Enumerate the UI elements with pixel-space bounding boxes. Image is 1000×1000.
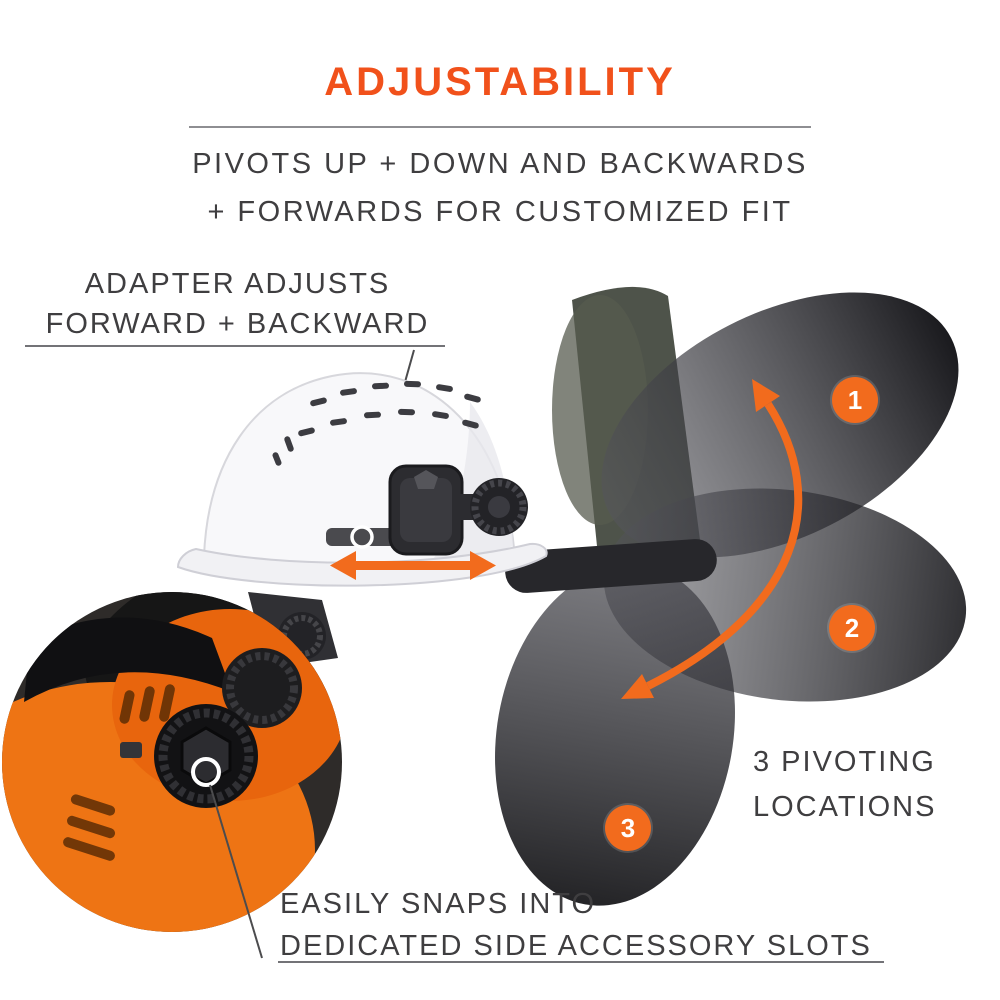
- callout-snap-line-1: EASILY SNAPS INTO: [280, 888, 597, 920]
- slide-arrow-icon: [330, 551, 496, 580]
- inset-highlight-circle: [191, 757, 221, 787]
- subtitle: PIVOTS UP + DOWN AND BACKWARDS + FORWARD…: [0, 140, 1000, 236]
- callout-snap-line-2: DEDICATED SIDE ACCESSORY SLOTS: [280, 930, 872, 962]
- callout-adapter-line-1: ADAPTER ADJUSTS: [84, 268, 391, 300]
- inset-photo: [2, 592, 342, 932]
- pivot-badge-3: 3: [605, 805, 651, 851]
- callout-snap-underline: [278, 961, 884, 963]
- callout-adapter-adjusts: ADAPTER ADJUSTS FORWARD + BACKWARD: [20, 264, 455, 344]
- hard-hat: [176, 372, 548, 587]
- shield-adapter: [388, 464, 528, 556]
- callout-adapter-line-2: FORWARD + BACKWARD: [45, 308, 430, 340]
- side-slot: [326, 528, 400, 546]
- callout-pivoting-locations: 3 PIVOTING LOCATIONS: [753, 740, 936, 830]
- callout-snaps-into-slots: EASILY SNAPS INTO DEDICATED SIDE ACCESSO…: [280, 883, 872, 967]
- pivot-arrow-icon: [621, 379, 803, 699]
- subtitle-line-1: PIVOTS UP + DOWN AND BACKWARDS: [192, 148, 808, 180]
- vent-slots: [272, 380, 481, 466]
- pivot-badge-2: 2: [829, 605, 875, 651]
- callout-adapter-underline: [25, 345, 445, 347]
- callout-pivot-line-2: LOCATIONS: [753, 791, 937, 823]
- pivot-badge-1: 1: [832, 377, 878, 423]
- page-title: ADJUSTABILITY: [324, 60, 676, 104]
- subtitle-line-2: + FORWARDS FOR CUSTOMIZED FIT: [207, 196, 793, 228]
- inset-pointer-line: [209, 784, 263, 959]
- shield-frame-bar: [505, 539, 717, 593]
- slot-highlight-circle: [350, 525, 374, 549]
- face-shield-position-3: [495, 564, 735, 906]
- callout-pivot-line-1: 3 PIVOTING: [753, 746, 936, 778]
- title-divider-line: [189, 126, 811, 128]
